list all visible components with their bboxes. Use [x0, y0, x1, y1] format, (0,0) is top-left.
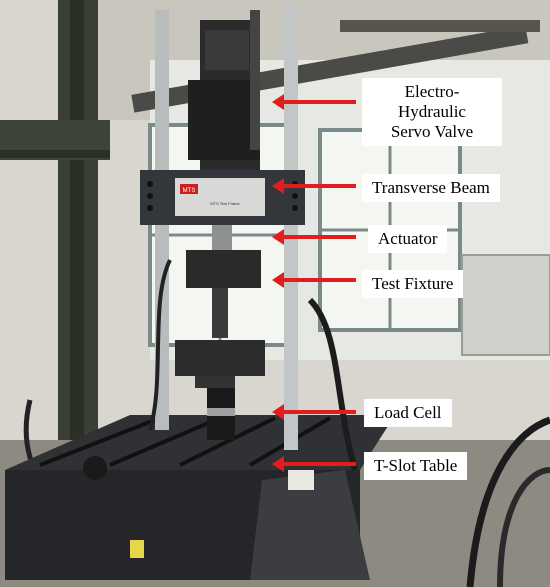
- mts-badge-text: MTS: [183, 188, 196, 194]
- label-test-fixture: Test Fixture: [362, 270, 464, 298]
- specimen: [212, 288, 228, 338]
- overhead-pipe: [340, 20, 540, 32]
- arrow-load-cell: [272, 404, 356, 420]
- load-cell-band: [207, 408, 235, 416]
- sensor-cable: [148, 259, 172, 431]
- fixture-base: [195, 376, 235, 388]
- arrow-test-fixture: [272, 272, 356, 288]
- lower-fixture: [175, 340, 265, 376]
- label-load-cell: Load Cell: [364, 399, 452, 427]
- control-switch: [288, 470, 314, 490]
- servo-valve-assembly: [188, 10, 260, 170]
- actuator-hose: [307, 297, 358, 471]
- label-transverse-beam: Transverse Beam: [362, 174, 500, 202]
- arrow-transverse-beam: [272, 178, 356, 194]
- control-box: [250, 470, 370, 580]
- arrow-servo-valve: [272, 94, 356, 110]
- label-servo-valve: Electro-Hydraulic Servo Valve: [362, 78, 502, 146]
- mts-badge: [180, 184, 198, 194]
- label-t-slot-table: T-Slot Table: [364, 452, 468, 480]
- beam-text: MTS Test Frame: [210, 201, 240, 206]
- arrow-t-slot-table: [272, 456, 356, 472]
- frame-column-right: [284, 5, 298, 450]
- label-actuator: Actuator: [368, 225, 448, 253]
- actuator-rod: [212, 225, 232, 255]
- electrical-cabinet: [461, 254, 550, 356]
- hydraulic-hose: [466, 416, 550, 587]
- upper-fixture: [186, 250, 261, 288]
- hydraulic-hose-2: [497, 467, 550, 587]
- arrow-actuator: [272, 229, 356, 245]
